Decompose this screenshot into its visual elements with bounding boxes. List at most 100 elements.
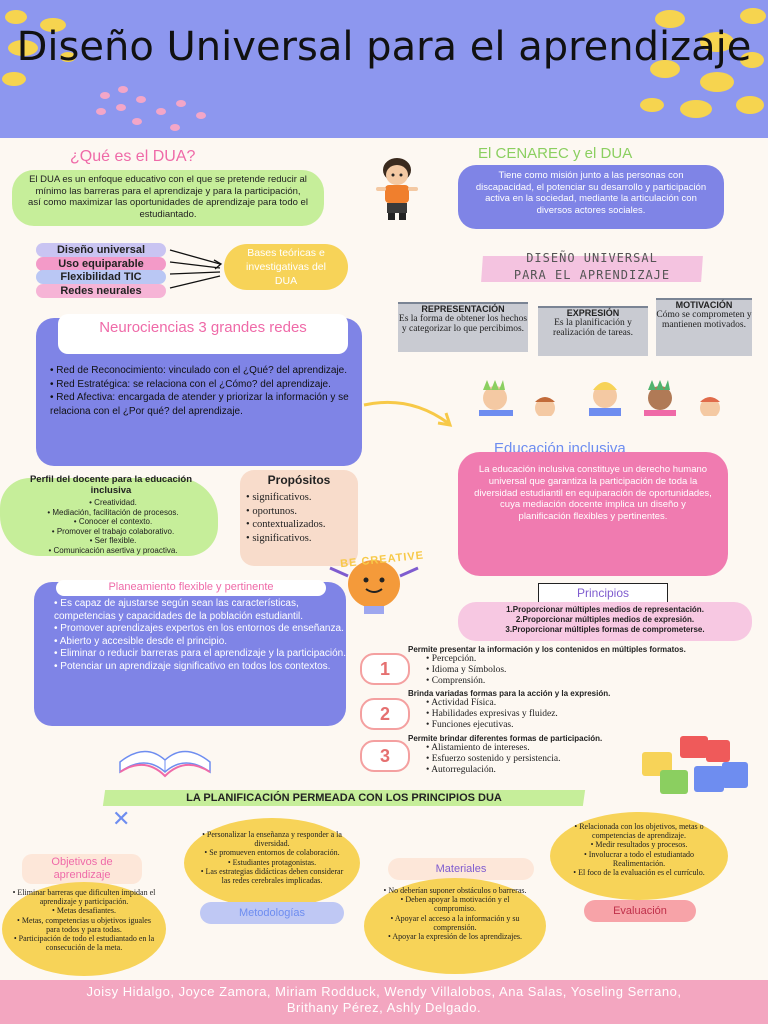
decor-dot [740,8,766,24]
neuro-item: • Red Afectiva: encargada de atender y p… [50,392,349,417]
planeamiento-item: • Potenciar un aprendizaje significativo… [54,660,331,672]
decor-dot [700,32,734,52]
numbered-block-3: Permite brindar diferentes formas de par… [408,734,648,776]
objetivos-card: • Eliminar barreras que dificulten impid… [2,882,166,976]
evaluacion-item: • Medir resultados y procesos. [590,840,688,850]
neuro-item: • Red Estratégica: se relaciona con el ¿… [50,378,331,390]
metodologia-item: • Estudiantes protagonistas. [227,857,317,867]
numbered-item: • Idioma y Símbolos. [426,665,507,675]
bases-label: Bases teóricas e investigativas del DUA [246,247,326,287]
decor-dot [96,108,106,115]
neuro-heading: Neurociencias 3 grandes redes [99,319,307,336]
page-title: Diseño Universal para el aprendizaje [16,24,752,70]
book-illustration [119,750,211,778]
perfil-item: • Promover el trabajo colaborativo. [51,526,175,536]
numbered-title: Permite brindar diferentes formas de par… [408,734,603,743]
decor-dot [116,104,126,111]
pillar-motivacion: MOTIVACIÓN Cómo se comprometen y mantien… [656,298,752,356]
numbered-item: • Comprensión. [426,676,486,686]
numbered-title: Brinda variadas formas para la acción y … [408,689,611,698]
cross-icon: ✕ [112,806,131,831]
bases-item: Uso equiparable [36,257,166,271]
decor-dot [176,100,186,107]
metodologia-item: • Las estrategias didácticas deben consi… [200,866,344,886]
evaluacion-item: • Relacionada con los objetivos, metas o… [574,822,704,841]
lightbulb-icon [329,560,419,614]
number-badge-2: 2 [360,698,410,730]
pillar-expresion: EXPRESIÓN Es la planificación y realizac… [538,306,648,356]
pillar-body: Es la planificación y realización de tar… [553,318,633,338]
arrows-icon [169,249,223,289]
principio-item: 3.Proporcionar múltiples formas de compr… [505,625,705,634]
objetivos-label-bg [22,854,142,884]
perfil-item: • Conocer el contexto. [73,517,153,526]
que-es-heading: ¿Qué es el DUA? [70,148,196,165]
propositos-card: Propósitos • significativos. • oportunos… [240,470,358,566]
objetivos-label: Objetivos de aprendizaje [51,856,113,881]
pillar-body: Cómo se comprometen y mantienen motivado… [656,310,752,330]
pillar-title: MOTIVACIÓN [675,300,733,310]
evaluacion-item: • Involucrar a todo el estudiantado Real… [583,849,695,868]
propositos-heading: Propósitos [267,473,331,487]
decor-dot [132,118,142,125]
perfil-card: Perfil del docente para la educación inc… [0,474,218,556]
evaluacion-label: Evaluación [584,900,696,922]
numbered-block-2: Brinda variadas formas para la acción y … [408,689,758,731]
numbered-item: • Habilidades expresivas y fluidez. [426,709,558,719]
decor-dot [2,72,26,86]
numbered-title: Permite presentar la información y los c… [408,645,686,654]
planeamiento-heading: Planeamiento flexible y pertinente [108,581,274,593]
objetivo-item: • Metas, competencias u objetivos iguale… [17,915,151,934]
footer-authors: Joisy Hidalgo, Joyce Zamora, Miriam Rodd… [86,984,682,1015]
numbered-item: • Funciones ejecutivas. [426,720,514,730]
cenarec-heading: El CENAREC y el DUA [478,145,633,162]
principio-item: 2.Proporcionar múltiples medios de expre… [515,615,695,624]
objetivo-item: • Metas desafiantes. [52,906,116,916]
pillar-title: EXPRESIÓN [566,308,620,318]
inclusiva-card: La educación inclusiva constituye un der… [458,452,728,576]
planeamiento-card: Planeamiento flexible y pertinente • Es … [34,580,346,726]
metodologias-label: Metodologías [200,902,344,924]
child-illustration [376,158,418,220]
decor-dot [8,40,38,56]
dua-banner-line2: PARA EL APRENDIZAJE [513,268,671,282]
material-item: • Deben apoyar la motivación y el compro… [400,895,510,914]
planeamiento-item: • Es capaz de ajustarse según sean las c… [54,598,304,622]
puzzle-illustration [642,736,748,794]
dua-banner: DISEÑO UNIVERSAL PARA EL APRENDIZAJE [474,248,710,288]
bases-item: Redes neurales [36,284,166,298]
metodologias-card: • Personalizar la enseñanza y responder … [184,818,360,908]
objetivo-item: • Participación de todo el estudiantado … [13,934,155,953]
materiales-label: Materiales [388,858,534,880]
numbered-block-1: Permite presentar la información y los c… [408,645,758,687]
numbered-item: • Actividad Física. [426,698,497,708]
neuro-item: • Red de Reconocimiento: vinculado con e… [50,365,348,376]
decor-dot [5,10,27,24]
decor-dot [740,52,764,68]
footer-bar: Joisy Hidalgo, Joyce Zamora, Miriam Rodd… [0,980,768,1024]
decor-dot [650,60,680,78]
que-es-body: El DUA es un enfoque educativo con el qu… [28,174,308,220]
metodologia-item: • Personalizar la enseñanza y responder … [202,830,342,849]
numbered-item: • Percepción. [426,654,477,664]
perfil-item: • Comunicación asertiva y proactiva. [48,545,178,555]
pillar-body: Es la forma de obtener los hechos y cate… [398,314,528,334]
dua-banner-line1: DISEÑO UNIVERSAL [526,251,658,265]
materiales-card: • No deberían suponer obstáculos o barre… [364,878,546,974]
perfil-heading: Perfil del docente para la educación inc… [29,474,193,496]
bases-item: Diseño universal [36,243,166,257]
decor-dot [40,18,66,32]
header-banner: Diseño Universal para el aprendizaje [0,0,768,138]
decor-dot [196,112,206,119]
curved-arrow-icon [363,400,453,427]
decor-dot [156,108,166,115]
decor-dot [700,72,734,92]
numbered-item: • Alistamiento de intereses. [426,743,530,753]
pillar-representacion: REPRESENTACIÓN Es la forma de obtener lo… [398,302,528,352]
proposito-item: • oportunos. [246,505,297,517]
decor-dot [640,98,664,112]
decor-dot [680,100,712,118]
decor-dot [170,124,180,131]
inclusiva-body: La educación inclusiva constituye un der… [474,464,712,523]
decor-dot [100,92,110,99]
